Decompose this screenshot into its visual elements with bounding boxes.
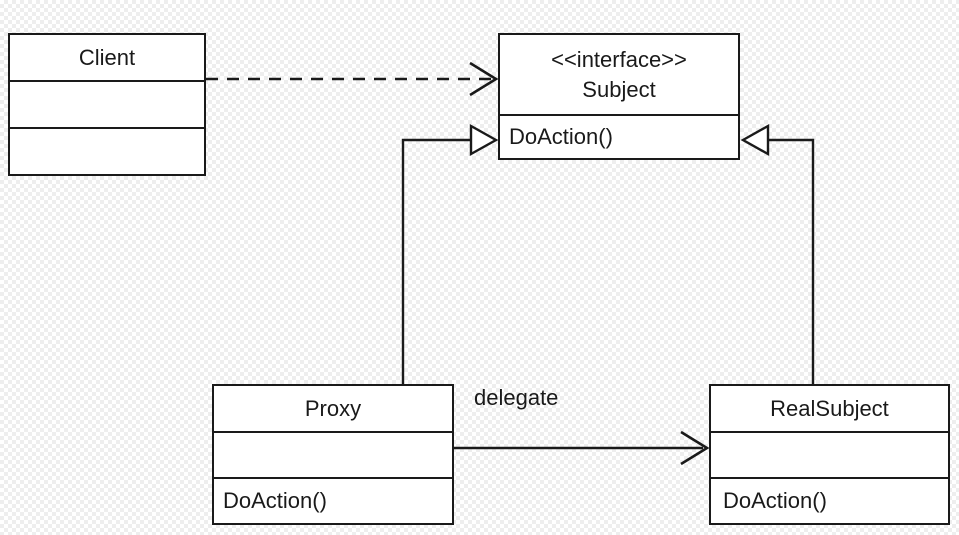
realization-edge-realsubject-to-subject bbox=[740, 123, 815, 384]
client-operations-compartment bbox=[10, 127, 204, 174]
class-box-realsubject: RealSubject DoAction() bbox=[709, 384, 950, 525]
client-attributes-compartment bbox=[10, 80, 204, 127]
subject-header: <<interface>> Subject bbox=[500, 35, 738, 114]
realization-line-realsubject bbox=[768, 138, 815, 384]
class-box-proxy: Proxy DoAction() bbox=[212, 384, 454, 525]
dependency-open-arrowhead-icon bbox=[469, 61, 499, 97]
subject-stereotype: <<interface>> bbox=[551, 46, 687, 72]
realsubject-attributes-compartment bbox=[711, 431, 948, 477]
class-box-client: Client bbox=[8, 33, 206, 176]
realization-triangle-icon-left bbox=[469, 123, 499, 157]
class-name-proxy: Proxy bbox=[304, 395, 362, 421]
realsubject-operation-doaction: DoAction() bbox=[711, 477, 948, 523]
delegate-edge-label: delegate bbox=[474, 385, 559, 410]
class-name-realsubject: RealSubject bbox=[770, 395, 889, 421]
interface-box-subject: <<interface>> Subject DoAction() bbox=[498, 33, 740, 160]
class-name-subject: Subject bbox=[582, 76, 656, 102]
proxy-operation-doaction: DoAction() bbox=[214, 477, 452, 523]
realization-triangle-icon-right bbox=[740, 123, 770, 157]
dependency-edge-client-to-subject bbox=[206, 61, 499, 97]
realization-edge-proxy-to-subject bbox=[401, 123, 499, 384]
subject-operation-doaction: DoAction() bbox=[500, 114, 738, 158]
realization-line-proxy bbox=[401, 138, 471, 384]
delegate-edge-proxy-to-realsubject bbox=[454, 430, 710, 466]
delegate-open-arrowhead-icon bbox=[680, 430, 710, 466]
proxy-attributes-compartment bbox=[214, 431, 452, 477]
class-name-client: Client bbox=[78, 44, 136, 70]
